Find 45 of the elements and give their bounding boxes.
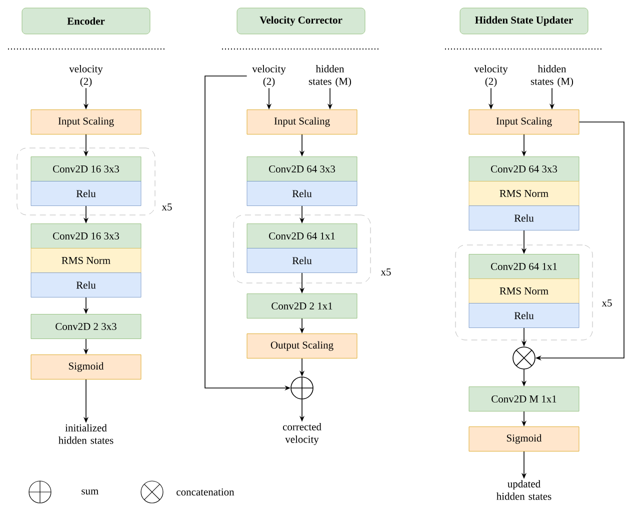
layer-box: Relu — [246, 181, 358, 206]
layer-box: Conv2D 64 1x1 — [246, 224, 358, 248]
layer-box: Conv2D 16 3x3 — [30, 156, 142, 182]
layer-box: Output Scaling — [246, 334, 358, 358]
repeat-group — [455, 244, 593, 340]
repeat-group — [233, 214, 371, 284]
io-label: hidden states (M) — [530, 65, 574, 87]
title-box: Encoder — [22, 8, 150, 34]
repeat-group — [16, 148, 156, 216]
layer-box: Conv2D M 1x1 — [468, 386, 580, 412]
layer-box: Conv2D 64 3x3 — [246, 156, 358, 182]
layer-box: Input Scaling — [246, 110, 358, 134]
layer-box: Conv2D 2 3x3 — [30, 314, 142, 339]
legend-text: concatenation — [176, 488, 234, 496]
io-label: updated hidden states — [496, 480, 552, 500]
layer-box: Input Scaling — [468, 110, 580, 134]
layer-box: Sigmoid — [30, 354, 142, 380]
repeat-count: x5 — [380, 268, 391, 276]
repeat-count: x5 — [162, 204, 172, 210]
layer-box: Conv2D 2 1x1 — [246, 294, 358, 318]
layer-box: RMS Norm — [468, 181, 580, 206]
io-label: corrected velocity — [282, 423, 322, 445]
sum-symbol — [290, 376, 314, 400]
title-box: Velocity Corrector — [236, 8, 366, 34]
concatenation-symbol — [512, 346, 536, 370]
layer-box: Sigmoid — [468, 426, 580, 452]
layer-box: Relu — [30, 181, 142, 206]
io-label: initialized hidden states — [58, 424, 114, 444]
layer-box: Relu — [30, 272, 142, 298]
layer-box: Relu — [468, 303, 580, 328]
title-box: Hidden State Updater — [460, 8, 588, 34]
legend-text: sum — [82, 489, 98, 495]
io-label: hidden states (M) — [308, 65, 352, 87]
layer-box: RMS Norm — [468, 278, 580, 304]
layer-box: Input Scaling — [30, 110, 142, 134]
layer-box: Conv2D 64 3x3 — [468, 156, 580, 182]
layer-box: Relu — [468, 206, 580, 230]
layer-box: Conv2D 64 1x1 — [468, 254, 580, 279]
layer-box: Relu — [246, 248, 358, 273]
repeat-count: x5 — [602, 300, 612, 306]
io-label: velocity (2) — [69, 65, 103, 87]
layer-box: Conv2D 16 3x3 — [30, 224, 142, 248]
io-label: velocity (2) — [252, 65, 286, 87]
io-label: velocity (2) — [474, 65, 508, 87]
layer-box: RMS Norm — [30, 248, 142, 273]
